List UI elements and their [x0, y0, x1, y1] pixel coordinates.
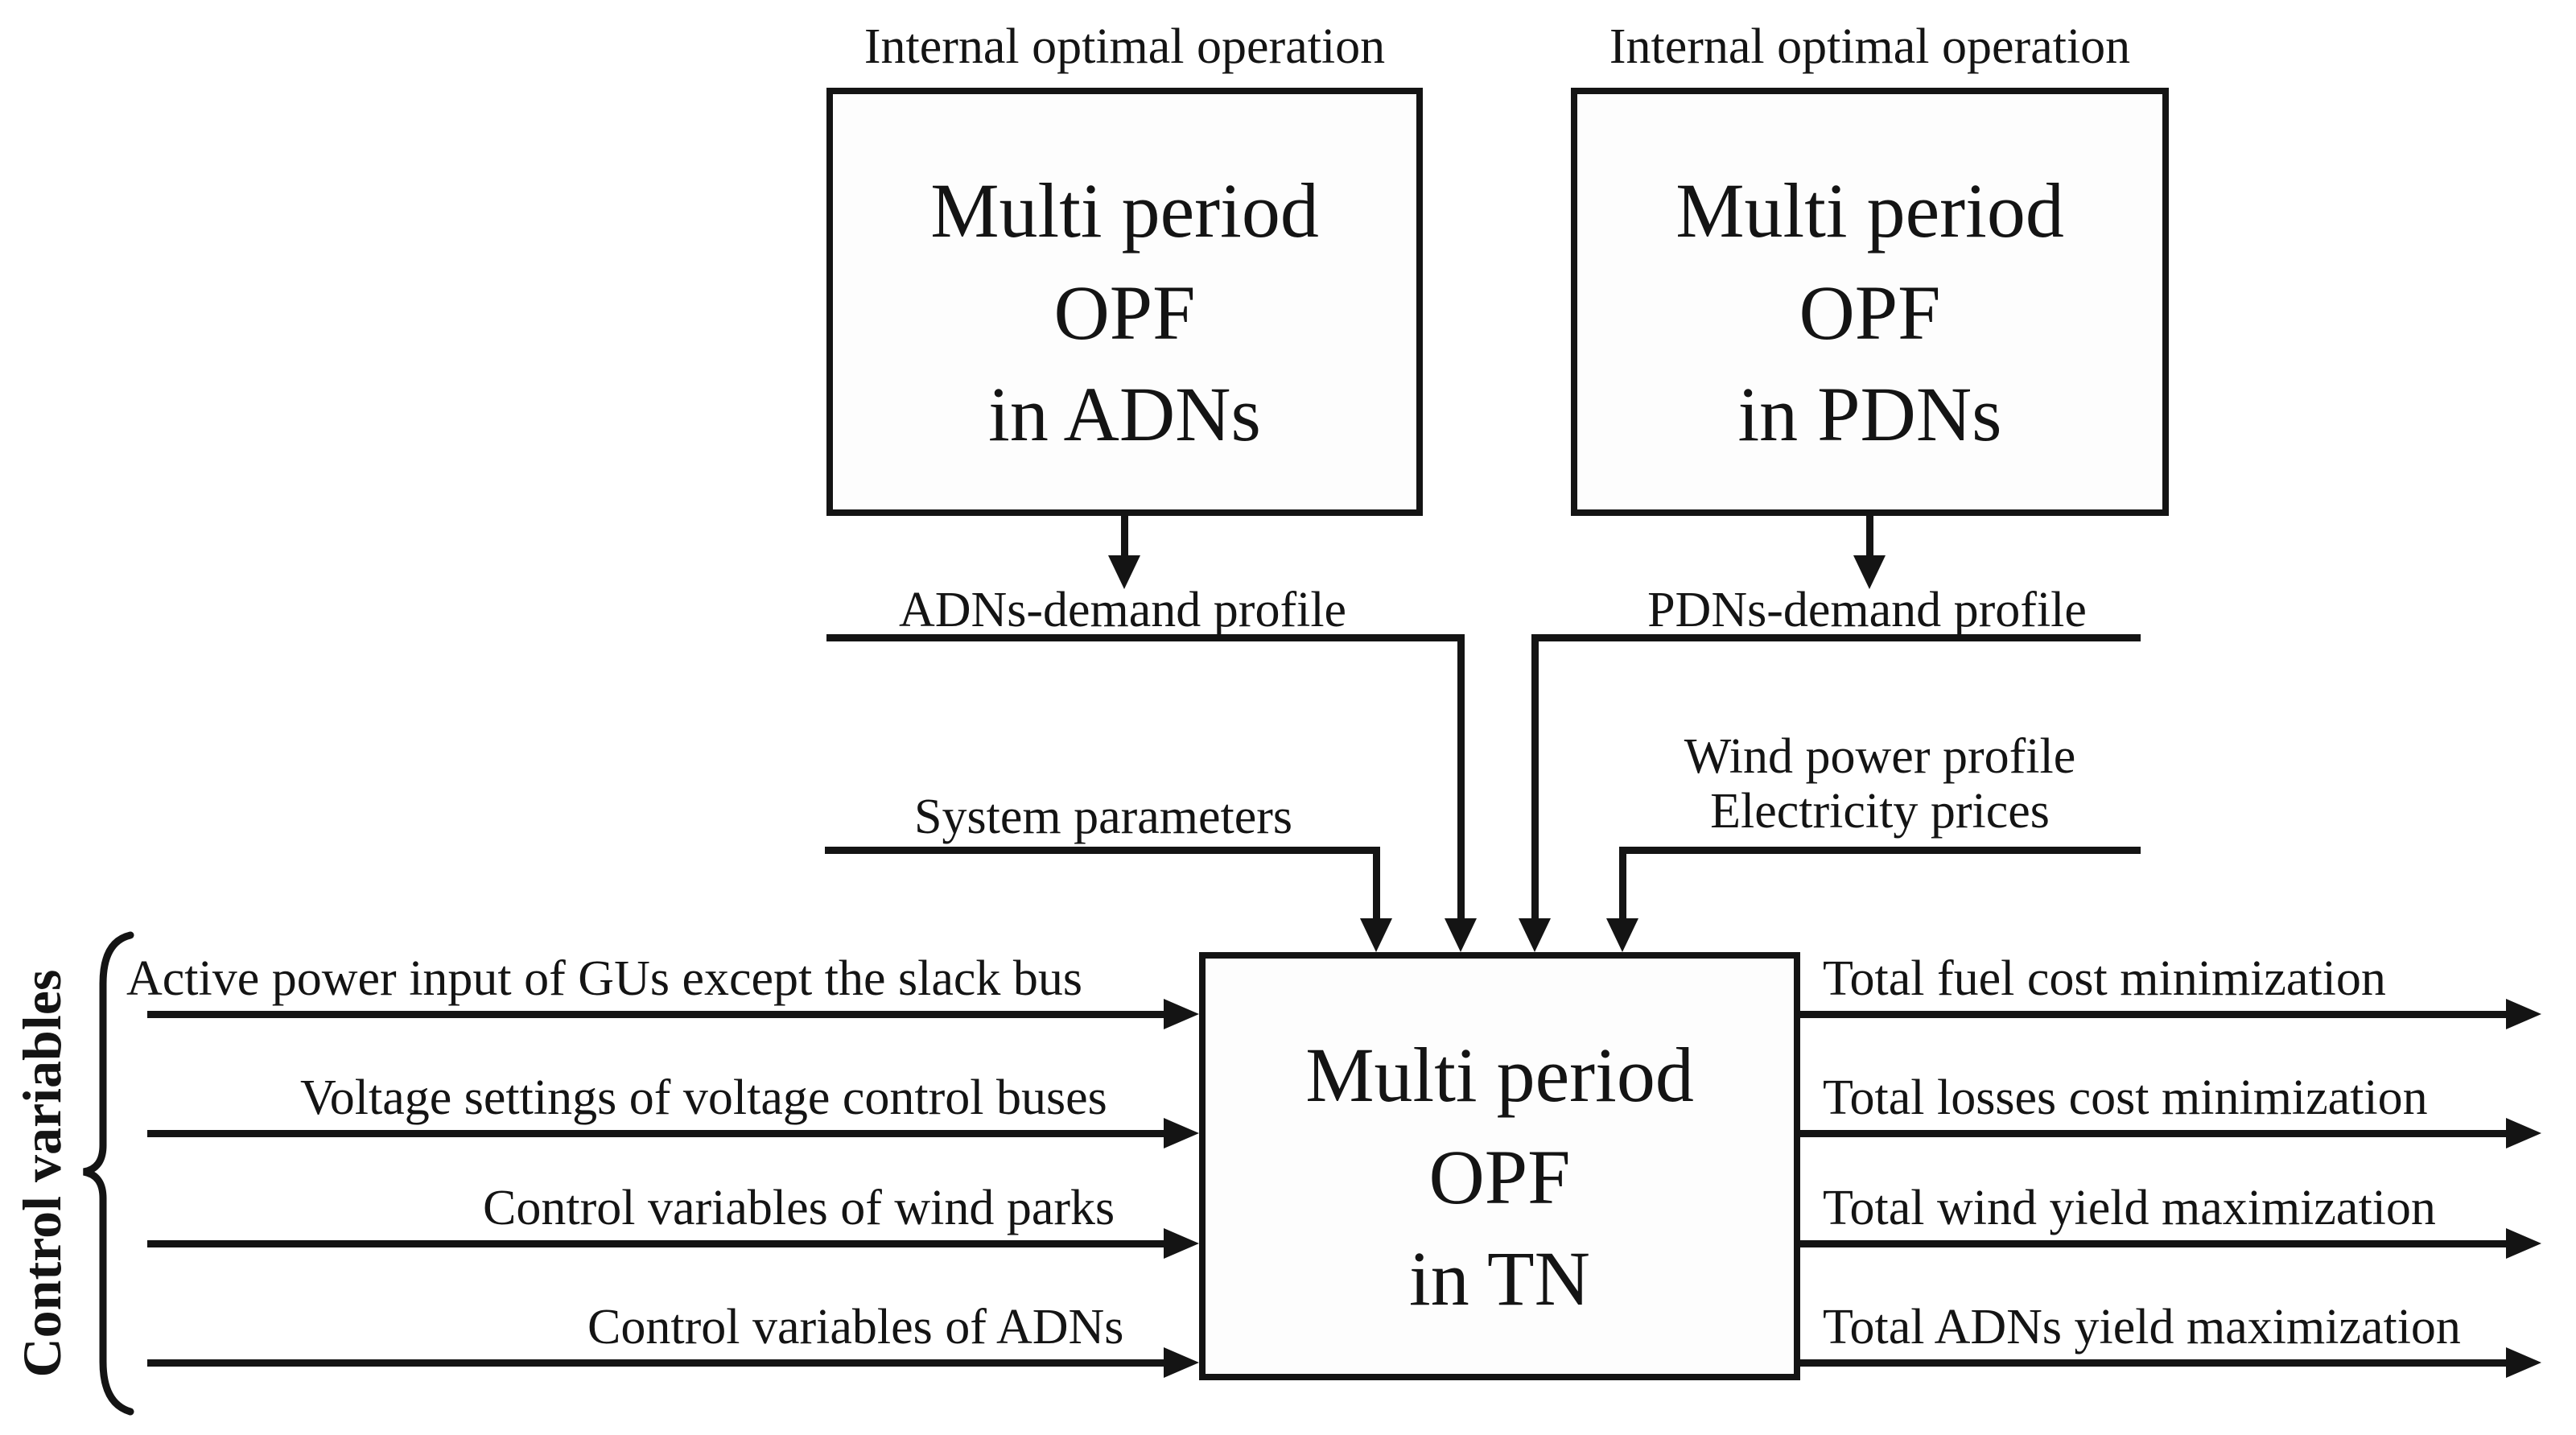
system-parameters-arrowhead-into-tn — [1360, 918, 1392, 952]
input-label-active-power: Active power input of GUs except the sla… — [126, 951, 1083, 1006]
output-label-losses-cost: Total losses cost minimization — [1823, 1070, 2428, 1125]
adns-demand-profile-label: ADNs-demand profile — [898, 583, 1347, 637]
multi-period-opf-adns-box: Multi period OPF in ADNs — [826, 88, 1423, 516]
input-arrow-1-head — [1164, 999, 1199, 1029]
tn-box-line-3: in TN — [1409, 1235, 1590, 1322]
wind-electricity-drop-line — [1619, 847, 1626, 924]
internal-optimal-operation-label-adns: Internal optimal operation — [863, 19, 1386, 74]
pdns-demand-profile-label: PDNs-demand profile — [1647, 583, 2087, 637]
wind-electricity-label: Wind power profile Electricity prices — [1619, 729, 2141, 839]
output-arrow-1-shaft — [1800, 1011, 2508, 1018]
control-variables-brace — [82, 931, 134, 1416]
output-label-fuel-cost: Total fuel cost minimization — [1823, 951, 2386, 1006]
output-arrow-4-shaft — [1800, 1359, 2508, 1367]
adns-box-line-1: Multi period — [930, 167, 1319, 254]
control-variables-label: Control variables — [11, 969, 72, 1378]
input-label-wind-parks: Control variables of wind parks — [483, 1181, 1115, 1235]
input-arrow-3-head — [1164, 1228, 1199, 1259]
pdns-box-line-2: OPF — [1799, 269, 1941, 356]
tn-box-line-2: OPF — [1428, 1133, 1571, 1220]
wind-electricity-arrowhead-into-tn — [1606, 918, 1638, 952]
multi-period-opf-tn-box: Multi period OPF in TN — [1199, 952, 1800, 1380]
pdns-box-down-arrow-shaft — [1866, 516, 1873, 559]
adns-box-down-arrow-shaft — [1121, 516, 1128, 559]
multi-period-opf-pdns-box: Multi period OPF in PDNs — [1571, 88, 2169, 516]
adns-demand-arrowhead-into-tn — [1445, 918, 1477, 952]
internal-optimal-operation-label-pdns: Internal optimal operation — [1609, 19, 2131, 74]
wind-electricity-line — [1619, 847, 2141, 854]
pdns-demand-profile-line — [1531, 634, 2141, 641]
pdns-box-line-1: Multi period — [1675, 167, 2064, 254]
system-parameters-label: System parameters — [913, 790, 1293, 844]
output-arrow-2-shaft — [1800, 1130, 2508, 1137]
input-label-adns-variables: Control variables of ADNs — [587, 1300, 1124, 1355]
input-label-voltage-settings: Voltage settings of voltage control buse… — [300, 1070, 1107, 1125]
input-arrow-4-head — [1164, 1347, 1199, 1378]
adns-box-line-3: in ADNs — [988, 371, 1261, 458]
output-arrow-1-head — [2506, 999, 2541, 1029]
input-arrow-4-shaft — [147, 1359, 1167, 1367]
output-arrow-4-head — [2506, 1347, 2541, 1378]
electricity-prices-label: Electricity prices — [1710, 784, 2050, 839]
adns-box-line-2: OPF — [1053, 269, 1196, 356]
input-arrow-2-shaft — [147, 1130, 1167, 1137]
output-label-adns-yield: Total ADNs yield maximization — [1823, 1300, 2461, 1355]
input-arrow-3-shaft — [147, 1240, 1167, 1247]
system-parameters-line — [825, 847, 1380, 854]
input-arrow-2-head — [1164, 1118, 1199, 1148]
tn-box-line-1: Multi period — [1305, 1031, 1694, 1118]
pdns-box-line-3: in PDNs — [1737, 371, 2002, 458]
output-arrow-3-shaft — [1800, 1240, 2508, 1247]
output-arrow-2-head — [2506, 1118, 2541, 1148]
wind-power-profile-label: Wind power profile — [1684, 729, 2076, 784]
input-arrow-1-shaft — [147, 1011, 1167, 1018]
adns-box-down-arrowhead — [1108, 555, 1140, 589]
adns-demand-profile-line — [826, 634, 1465, 641]
adns-demand-drop-line — [1457, 634, 1465, 924]
pdns-demand-drop-line — [1531, 634, 1539, 924]
pdns-demand-arrowhead-into-tn — [1519, 918, 1551, 952]
output-arrow-3-head — [2506, 1228, 2541, 1259]
pdns-box-down-arrowhead — [1853, 555, 1886, 589]
system-parameters-drop-line — [1373, 847, 1380, 924]
output-label-wind-yield: Total wind yield maximization — [1823, 1181, 2436, 1235]
